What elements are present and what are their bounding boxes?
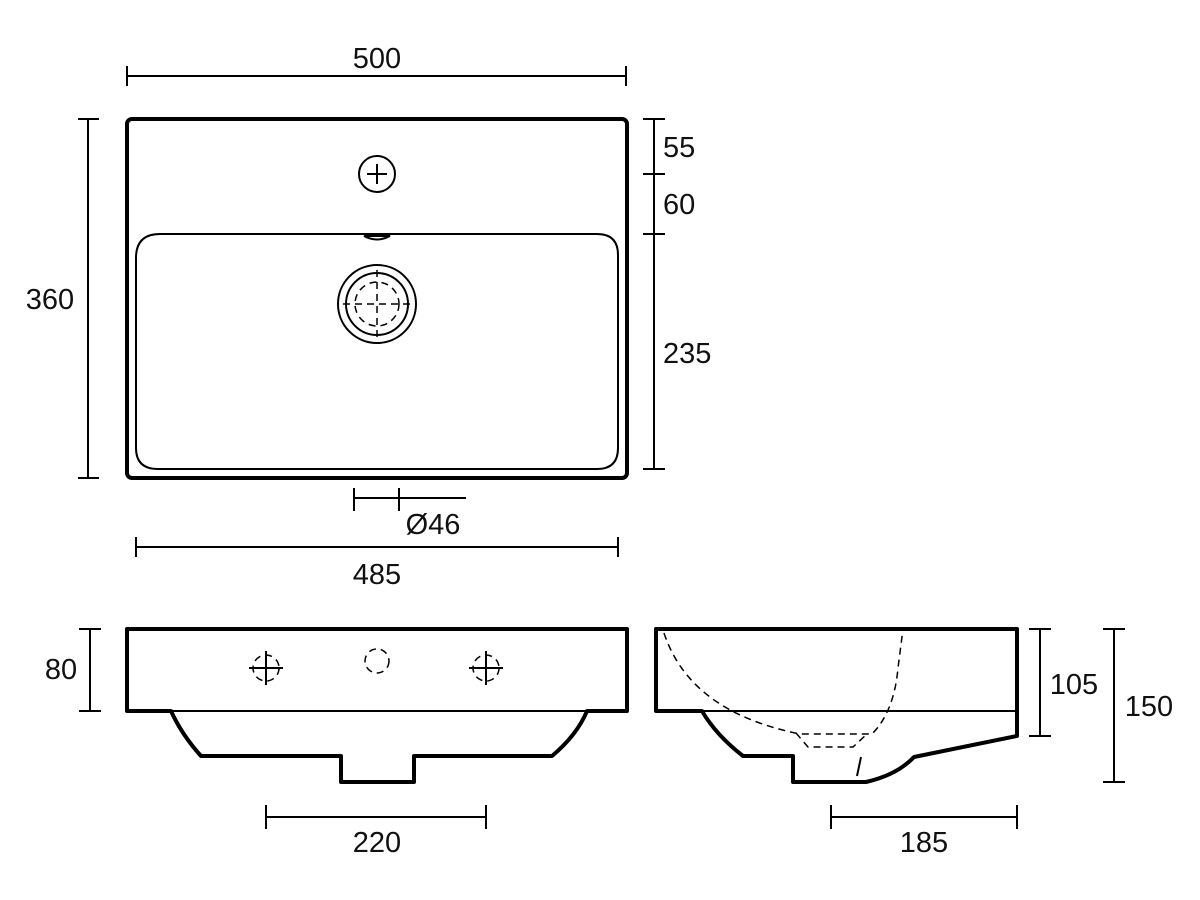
dimension-bowl-depth-label: 235	[663, 338, 711, 370]
overflow-hole-icon	[364, 648, 390, 674]
dimension-overflow-height-label: 105	[1050, 669, 1098, 701]
inner-bowl-hidden-line	[663, 628, 904, 735]
dimension-total-height: 150	[1103, 628, 1173, 783]
dimension-top-width-label: 500	[353, 43, 401, 75]
dimension-bowl-width-label: 485	[353, 559, 401, 591]
front-outline	[125, 627, 629, 784]
bowl-outline	[135, 233, 619, 470]
trap-connector	[856, 756, 862, 777]
waste-hidden-line	[795, 732, 869, 748]
dimension-total-height-label: 150	[1125, 691, 1173, 723]
dimension-waste-side-width: 185	[830, 805, 1018, 859]
dimension-waste-diameter-label: Ø46	[406, 509, 461, 541]
front-view: 80 220	[45, 627, 629, 859]
side-view: 105 150 185	[654, 627, 1173, 859]
dimension-depth: 360	[26, 118, 99, 479]
tap-hole-icon	[358, 155, 396, 193]
mounting-point-left-icon	[249, 651, 283, 685]
dimension-tap-to-bowl-label: 60	[663, 189, 695, 221]
dimension-waste-front-width-label: 220	[353, 827, 401, 859]
dimension-waste-diameter: Ø46	[353, 488, 466, 541]
waste-outlet-icon	[337, 264, 417, 344]
overflow-slot	[363, 235, 391, 241]
dimension-front-height-label: 80	[45, 654, 77, 686]
dimension-bowl-width: 485	[135, 537, 619, 591]
dimension-waste-front-width: 220	[265, 805, 487, 859]
dimension-chain-right: 55 60 235	[643, 118, 711, 470]
dimension-front-height: 80	[45, 628, 101, 712]
side-outline	[654, 627, 1019, 784]
plan-view: 500 360 55 60 235 Ø46	[26, 43, 712, 591]
dimension-overflow-height: 105	[1029, 628, 1098, 737]
dimension-waste-side-width-label: 185	[900, 827, 948, 859]
dimension-depth-label: 360	[26, 284, 74, 316]
mounting-point-right-icon	[469, 651, 503, 685]
basin-outline	[125, 117, 629, 480]
dimension-tap-offset-label: 55	[663, 132, 695, 164]
dimension-top-width: 500	[126, 43, 627, 86]
